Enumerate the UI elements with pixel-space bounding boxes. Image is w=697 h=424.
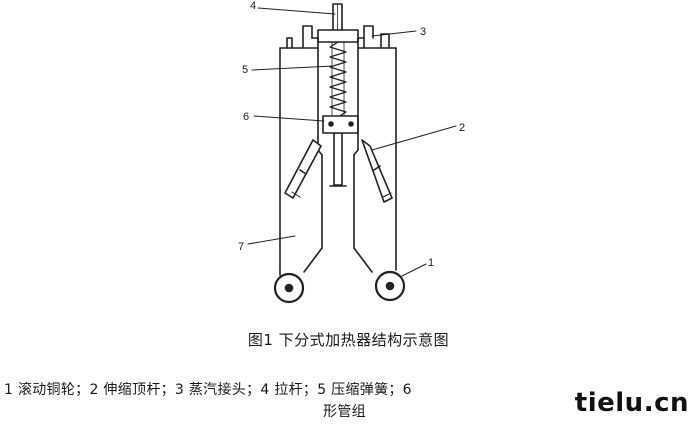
component-legend-cont: 形管组 (0, 400, 697, 424)
legend-line-1: 1 滚动铜轮；2 伸缩顶杆；3 蒸汽接头；4 拉杆；5 压缩弹簧；6 (4, 382, 412, 398)
roller-right (374, 270, 406, 302)
callout-1: 1 (428, 257, 434, 269)
legend-line-2: 形管组 (323, 404, 366, 420)
right-frame-column (353, 25, 397, 273)
figure-caption: 图1 下分式加热器结构示意图 (247, 331, 450, 349)
telescopic-strut-right (361, 139, 393, 203)
callout-7: 7 (238, 241, 244, 253)
callout-5: 5 (242, 64, 248, 76)
site-watermark: tielu.cn (574, 388, 689, 418)
heater-structure-diagram: 4 3 5 6 2 7 1 (238, 0, 465, 304)
callout-3: 3 (420, 26, 426, 38)
telescopic-strut-left (284, 139, 322, 199)
callout-2: 2 (459, 122, 465, 134)
component-legend: 1 滚动铜轮；2 伸缩顶杆；3 蒸汽接头；4 拉杆；5 压缩弹簧；6 (4, 378, 564, 402)
leader-lines (247, 7, 457, 277)
lower-block (322, 115, 359, 134)
compression-spring (329, 41, 347, 118)
roller-left (273, 272, 305, 304)
callout-4: 4 (250, 0, 256, 12)
callout-6: 6 (243, 111, 249, 123)
top-crosshead (317, 29, 359, 43)
